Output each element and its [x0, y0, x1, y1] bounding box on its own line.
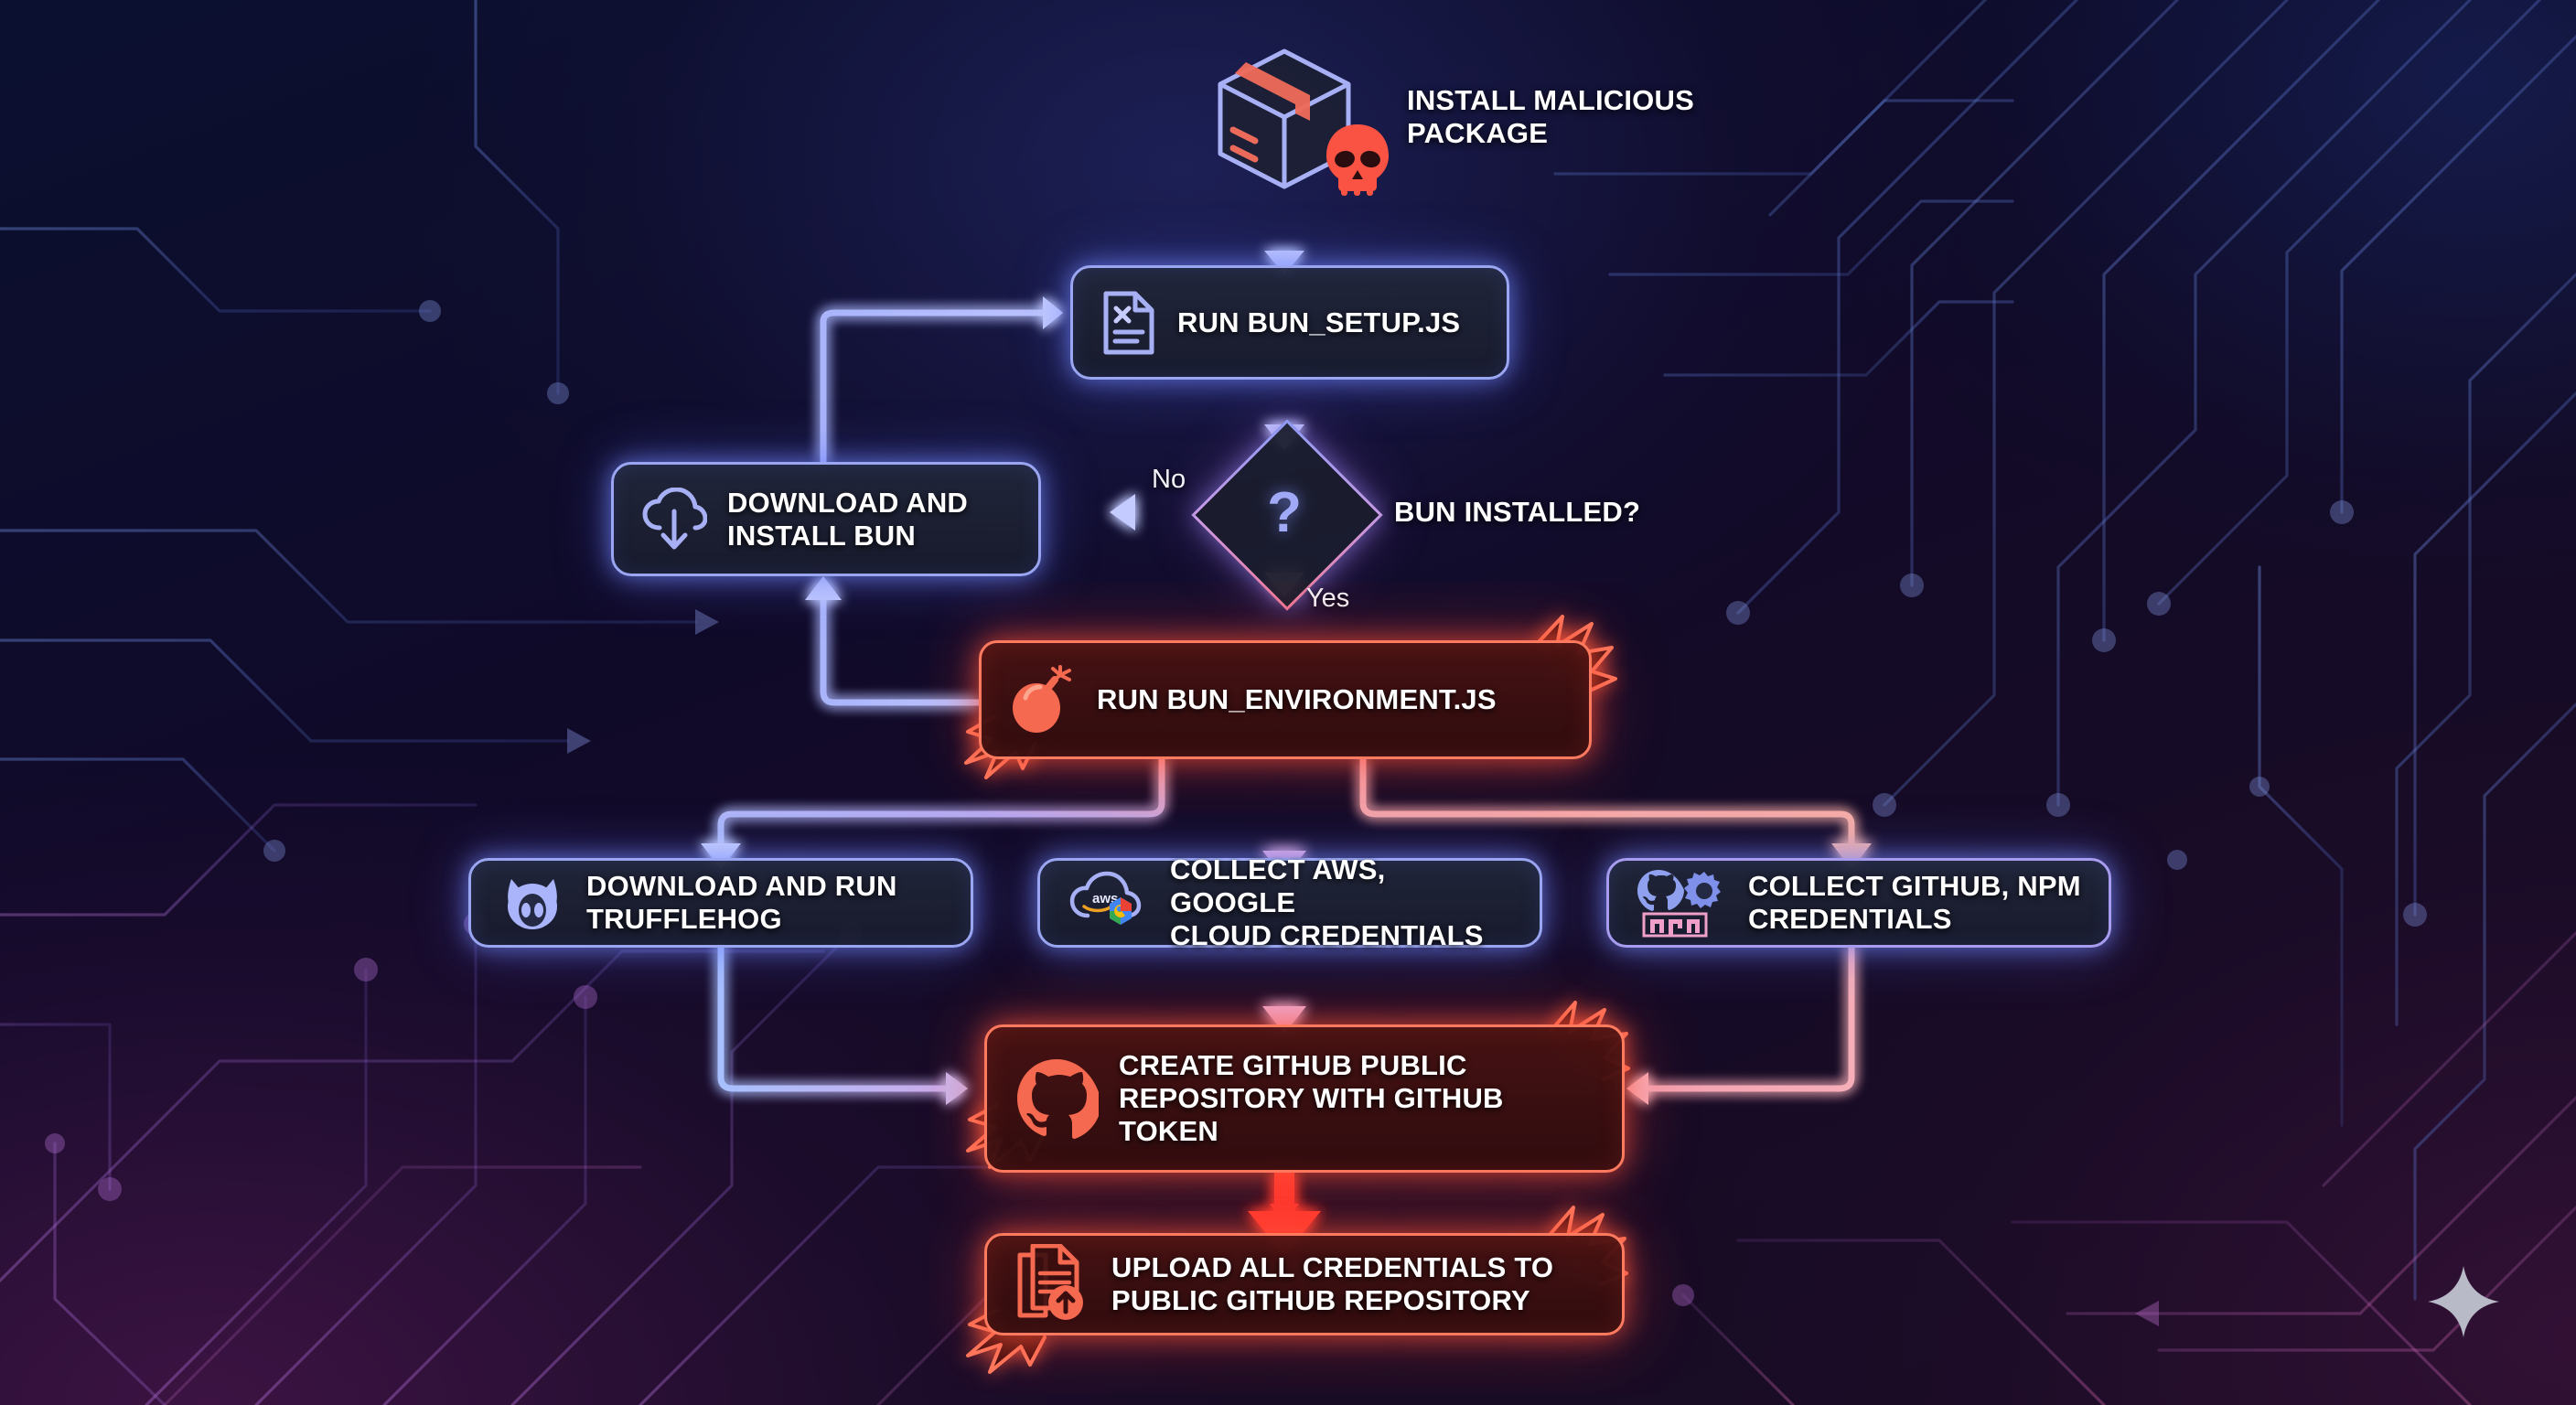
- npm-logo-icon: [1642, 912, 1708, 938]
- sparkle-icon: [2426, 1264, 2501, 1339]
- node-bun-setup[interactable]: RUN BUN_SETUP.JS: [1070, 265, 1509, 380]
- github-octocat-icon: [1637, 870, 1684, 911]
- node-github-npm-creds[interactable]: COLLECT GITHUB, NPM CREDENTIALS: [1606, 858, 2111, 948]
- gear-icon: [1684, 872, 1721, 908]
- package-box-icon: [1204, 40, 1368, 196]
- node-create-repo[interactable]: CREATE GITHUB PUBLIC REPOSITORY WITH GIT…: [984, 1024, 1625, 1173]
- node-label: DOWNLOAD AND INSTALL BUN: [727, 486, 968, 552]
- document-upload-icon: [1017, 1244, 1083, 1320]
- skull-icon: [1319, 121, 1396, 198]
- node-upload-creds[interactable]: UPLOAD ALL CREDENTIALS TO PUBLIC GITHUB …: [984, 1233, 1625, 1335]
- node-trufflehog[interactable]: DOWNLOAD AND RUN TRUFFLEHOG: [468, 858, 973, 948]
- branch-label-no: No: [1152, 465, 1186, 494]
- github-octocat-icon: [1017, 1059, 1099, 1139]
- aws-gcp-cloud-icon: aws: [1069, 871, 1142, 925]
- node-label: DOWNLOAD AND RUN TRUFFLEHOG: [586, 870, 897, 935]
- decision-bun-installed[interactable]: ?: [1191, 419, 1383, 611]
- node-download-bun[interactable]: DOWNLOAD AND INSTALL BUN: [611, 462, 1041, 576]
- node-label: COLLECT GITHUB, NPM CREDENTIALS: [1748, 870, 2081, 935]
- js-document-icon: [1103, 291, 1154, 354]
- start-node-label: INSTALL MALICIOUS PACKAGE: [1407, 84, 1694, 149]
- node-cloud-creds[interactable]: aws COLLECT AWS, GOOGLE CLOUD CREDENTIAL…: [1037, 853, 1542, 951]
- node-label: UPLOAD ALL CREDENTIALS TO PUBLIC GITHUB …: [1111, 1251, 1554, 1316]
- bomb-icon: [1013, 665, 1071, 733]
- node-label: RUN BUN_SETUP.JS: [1177, 306, 1461, 338]
- node-label: COLLECT AWS, GOOGLE CLOUD CREDENTIALS: [1170, 853, 1484, 951]
- question-mark-symbol: ?: [1267, 480, 1302, 544]
- github-npm-icon: [1637, 870, 1721, 938]
- node-label: RUN BUN_ENVIRONMENT.JS: [1097, 683, 1497, 716]
- node-label: CREATE GITHUB PUBLIC REPOSITORY WITH GIT…: [1119, 1049, 1504, 1147]
- decision-label: BUN INSTALLED?: [1394, 496, 1641, 528]
- node-bun-environment[interactable]: RUN BUN_ENVIRONMENT.JS: [979, 640, 1592, 759]
- trufflehog-pig-icon: [508, 879, 557, 929]
- branch-label-yes: Yes: [1306, 584, 1350, 613]
- cloud-download-icon: [642, 487, 707, 549]
